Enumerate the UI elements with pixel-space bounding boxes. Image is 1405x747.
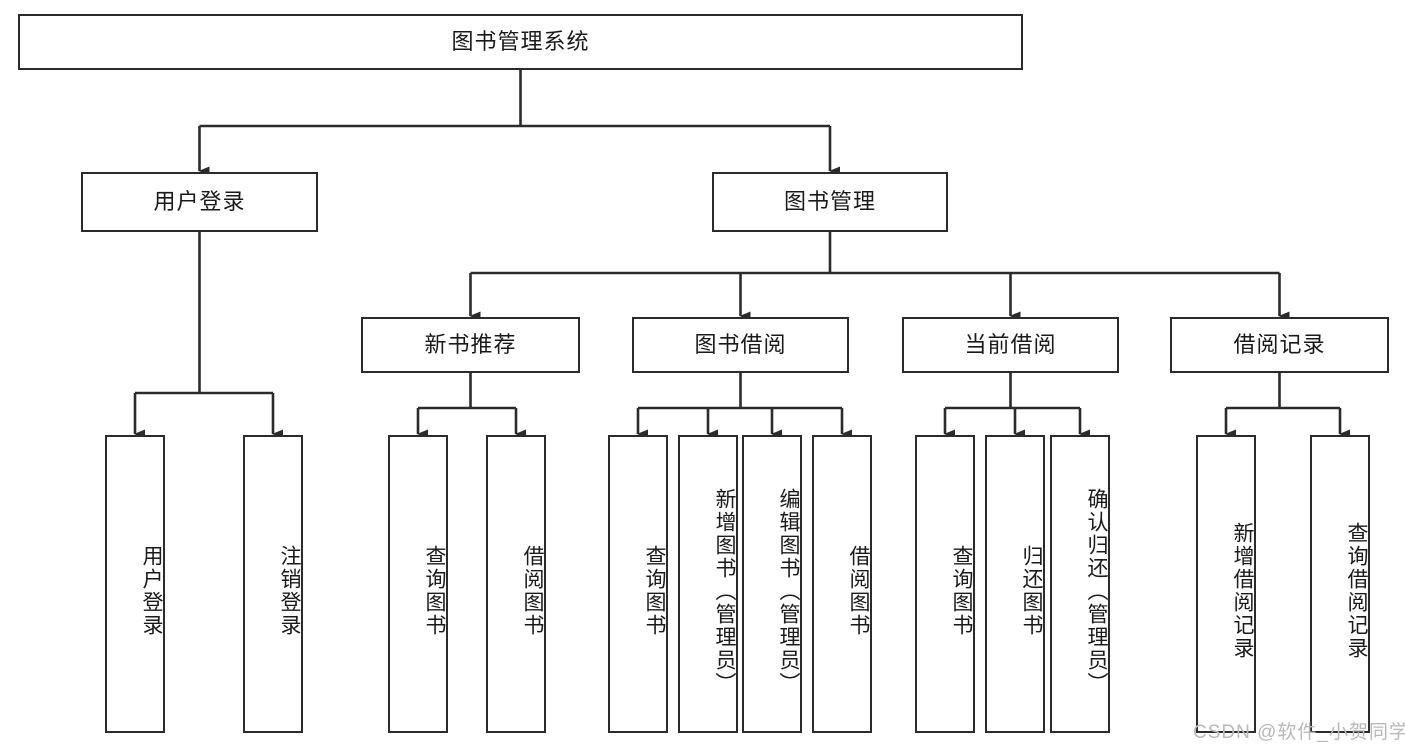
node-leaf-logout[interactable]: 注销登录 bbox=[243, 435, 303, 733]
node-leaf-confirm-return-label: 确认归还（管理员） bbox=[1085, 487, 1108, 695]
node-leaf-query-book-3[interactable]: 查询图书 bbox=[915, 435, 975, 733]
node-leaf-add-record[interactable]: 新增借阅记录 bbox=[1196, 435, 1256, 733]
node-book-borrow[interactable]: 图书借阅 bbox=[632, 317, 849, 373]
node-book-mgmt-label: 图书管理 bbox=[783, 189, 876, 215]
node-leaf-add-book[interactable]: 新增图书（管理员） bbox=[678, 435, 738, 733]
node-leaf-borrow-book-2[interactable]: 借阅图书 bbox=[812, 435, 872, 733]
node-leaf-query-record-label: 查询借阅记录 bbox=[1345, 522, 1368, 660]
node-leaf-edit-book[interactable]: 编辑图书（管理员） bbox=[742, 435, 802, 733]
node-book-mgmt[interactable]: 图书管理 bbox=[712, 172, 948, 232]
node-root[interactable]: 图书管理系统 bbox=[18, 14, 1023, 70]
node-user-login[interactable]: 用户登录 bbox=[81, 172, 318, 232]
node-leaf-return-book-label: 归还图书 bbox=[1020, 545, 1043, 637]
node-root-label: 图书管理系统 bbox=[451, 29, 590, 55]
node-new-book-rec-label: 新书推荐 bbox=[424, 332, 517, 358]
node-leaf-return-book[interactable]: 归还图书 bbox=[985, 435, 1045, 733]
node-leaf-query-book-1-label: 查询图书 bbox=[423, 545, 446, 637]
node-leaf-borrow-book-2-label: 借阅图书 bbox=[847, 545, 870, 637]
node-borrow-record[interactable]: 借阅记录 bbox=[1170, 317, 1389, 373]
node-book-borrow-label: 图书借阅 bbox=[694, 332, 787, 358]
node-leaf-query-book-2[interactable]: 查询图书 bbox=[608, 435, 668, 733]
node-leaf-user-login[interactable]: 用户登录 bbox=[105, 435, 165, 733]
node-leaf-query-book-2-label: 查询图书 bbox=[643, 545, 666, 637]
node-current-borrow[interactable]: 当前借阅 bbox=[902, 317, 1119, 373]
node-leaf-logout-label: 注销登录 bbox=[278, 545, 301, 637]
node-leaf-query-record[interactable]: 查询借阅记录 bbox=[1310, 435, 1370, 733]
node-leaf-borrow-book-1[interactable]: 借阅图书 bbox=[486, 435, 546, 733]
node-leaf-confirm-return[interactable]: 确认归还（管理员） bbox=[1050, 435, 1110, 733]
node-leaf-add-book-label: 新增图书（管理员） bbox=[713, 487, 736, 695]
node-leaf-borrow-book-1-label: 借阅图书 bbox=[521, 545, 544, 637]
node-borrow-record-label: 借阅记录 bbox=[1233, 332, 1326, 358]
node-leaf-user-login-label: 用户登录 bbox=[140, 545, 163, 637]
node-leaf-query-book-1[interactable]: 查询图书 bbox=[388, 435, 448, 733]
node-leaf-edit-book-label: 编辑图书（管理员） bbox=[777, 487, 800, 695]
node-current-borrow-label: 当前借阅 bbox=[964, 332, 1057, 358]
node-user-login-label: 用户登录 bbox=[153, 189, 246, 215]
node-leaf-query-book-3-label: 查询图书 bbox=[950, 545, 973, 637]
node-leaf-add-record-label: 新增借阅记录 bbox=[1231, 522, 1254, 660]
node-new-book-rec[interactable]: 新书推荐 bbox=[361, 317, 580, 373]
